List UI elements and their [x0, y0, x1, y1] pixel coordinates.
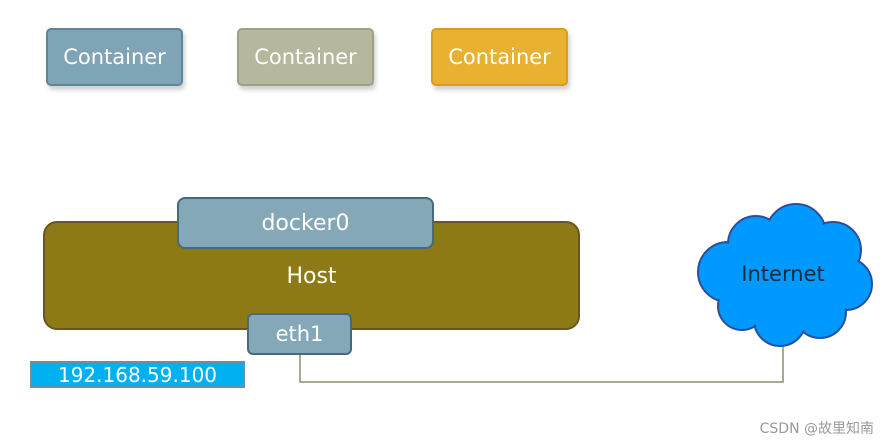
container-label-1: Container: [63, 45, 166, 69]
docker0-bridge-box: docker0: [177, 197, 434, 249]
container-label-3: Container: [448, 45, 551, 69]
watermark: CSDN @故里知南: [759, 421, 874, 437]
internet-label: Internet: [741, 262, 825, 286]
docker0-label: docker0: [261, 210, 350, 236]
eth1-label: eth1: [275, 322, 324, 346]
container-box-1: Container: [46, 28, 183, 86]
container-box-3: Container: [431, 28, 568, 86]
ip-address-label: 192.168.59.100: [57, 362, 218, 387]
internet-cloud-icon: [697, 203, 873, 347]
container-label-2: Container: [254, 45, 357, 69]
host-label: Host: [286, 264, 337, 289]
ip-address-box: 192.168.59.100: [30, 361, 245, 388]
container-box-2: Container: [237, 28, 374, 86]
eth1-interface-box: eth1: [247, 313, 352, 355]
